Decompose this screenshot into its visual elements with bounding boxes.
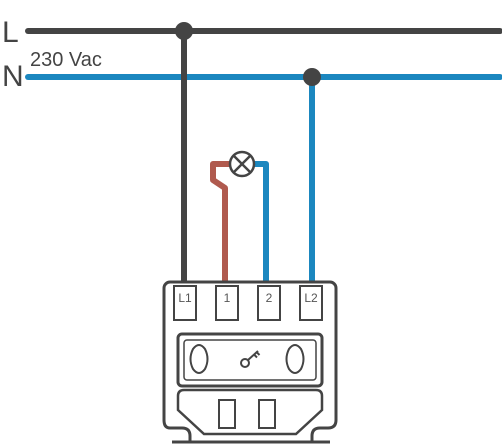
terminal-box-l2 [299, 285, 323, 321]
lamp-symbol-icon [228, 150, 256, 178]
lamp-return-wire [251, 161, 269, 287]
terminal-label-2: 2 [266, 291, 273, 305]
switch-module: L1 1 2 L2 [162, 280, 338, 444]
switched-wire [210, 161, 233, 287]
terminal-label-1: 1 [224, 291, 231, 305]
terminal-box-1 [215, 285, 239, 321]
left-screw-slot [189, 344, 209, 374]
terminal-box-2 [257, 285, 281, 321]
neutral-junction-dot [303, 68, 321, 86]
neutral-line-label: N [2, 60, 24, 93]
connection-wires [181, 28, 315, 287]
supply-lines [25, 28, 502, 80]
terminal-box-l1 [173, 285, 197, 321]
key-icon [240, 350, 261, 368]
voltage-label: 230 Vac [30, 49, 102, 71]
live-junction-dot [175, 22, 193, 40]
lower-recess [176, 388, 324, 436]
bottom-socket-right [258, 399, 276, 429]
live-line-label: L [2, 16, 19, 49]
right-screw-slot [285, 344, 305, 374]
terminal-label-l2: L2 [304, 291, 318, 305]
bottom-socket-left [218, 399, 236, 429]
button-panel [176, 332, 324, 388]
terminal-label-l1: L1 [178, 291, 192, 305]
button-panel-inner [183, 339, 317, 381]
